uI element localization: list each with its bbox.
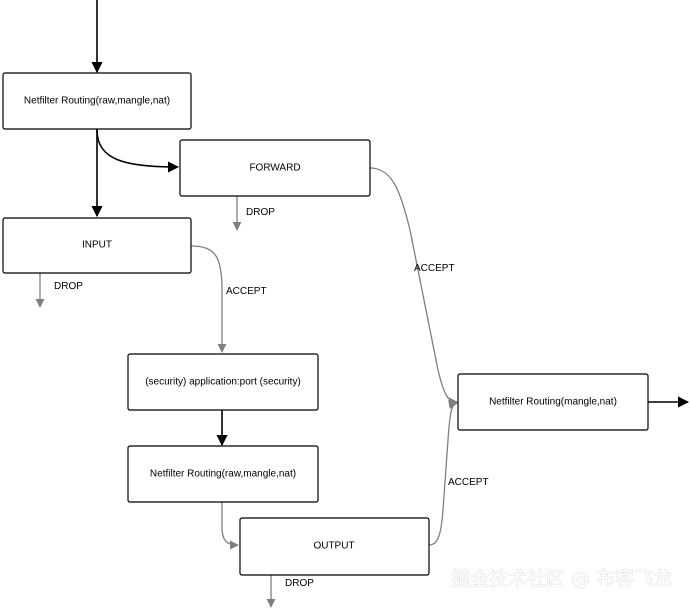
routing-to-output-arrow [221,502,239,550]
node-label: Netfilter Routing(mangle,nat) [489,397,617,408]
node-label: INPUT [82,240,112,251]
watermark-text: 掘金技术社区 @ 布客飞龙 [451,568,672,590]
node-application: (security) application:port (security) [127,353,319,411]
node-label: Netfilter Routing(raw,mangle,nat) [24,96,170,107]
forward-drop-label: DROP [246,207,275,218]
output-accept-arrow [428,400,458,546]
node-input: INPUT [2,217,192,274]
node-label: OUTPUT [313,541,354,552]
routing-to-forward-arrow [96,129,180,173]
input-accept-arrow [190,245,227,353]
node-forward: FORWARD [179,139,371,197]
node-routing-right: Netfilter Routing(mangle,nat) [457,373,649,431]
output-drop-label: DROP [285,578,314,589]
input-drop-label: DROP [54,281,83,292]
forward-accept-arrow [369,167,458,407]
node-label: FORWARD [249,163,300,174]
output-accept-label: ACCEPT [448,477,489,488]
node-routing-top: Netfilter Routing(raw,mangle,nat) [2,72,192,130]
forward-accept-label: ACCEPT [414,263,455,274]
node-label: Netfilter Routing(raw,mangle,nat) [150,469,296,480]
node-label: (security) application:port (security) [145,377,301,388]
node-output: OUTPUT [239,517,430,576]
node-routing-middle: Netfilter Routing(raw,mangle,nat) [127,445,319,503]
edges [35,0,690,608]
input-accept-label: ACCEPT [226,286,267,297]
